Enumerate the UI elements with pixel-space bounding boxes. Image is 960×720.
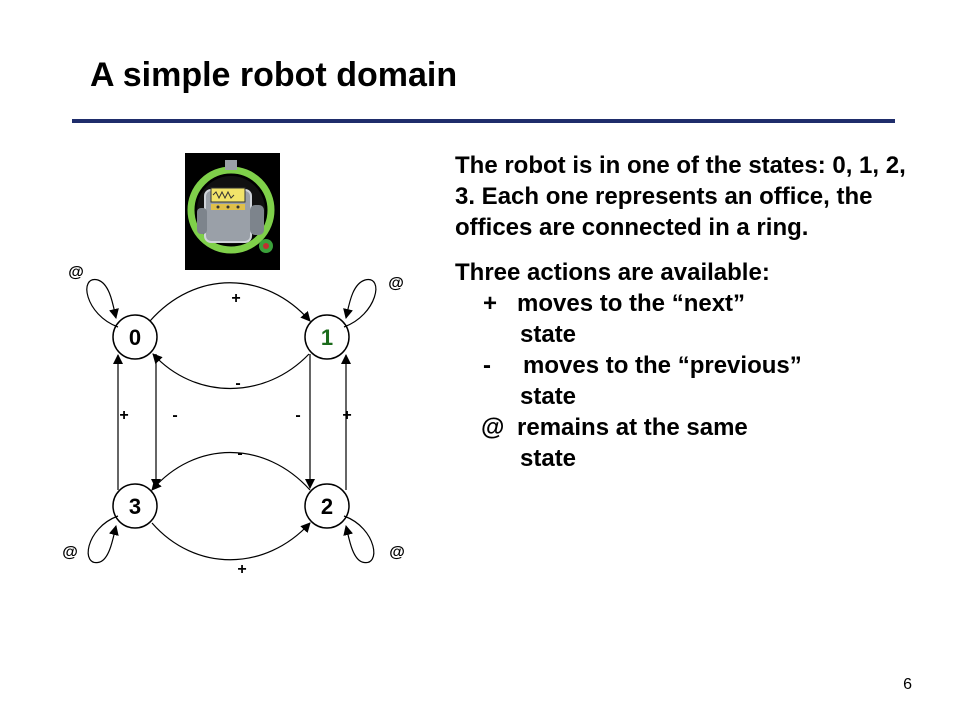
action-plus-symbol: +: [483, 290, 498, 317]
loop-state-2: [343, 515, 375, 564]
edge-0-to-1: [149, 282, 311, 322]
state-3: 3: [112, 483, 158, 529]
action-minus: - moves to the “previous”: [455, 350, 925, 381]
label-top-plus: +: [231, 290, 240, 307]
label-left-minus: -: [172, 407, 177, 424]
edge-2-to-3: [151, 452, 311, 491]
state-2: 2: [304, 483, 350, 529]
label-loop-2: @: [389, 544, 405, 561]
action-minus-symbol: -: [483, 352, 491, 379]
edge-1-to-0: [152, 353, 310, 390]
state-0: 0: [112, 314, 158, 360]
state-1-label: 1: [321, 325, 333, 350]
label-bottom-minus: -: [237, 445, 242, 462]
action-at-continued: state: [520, 445, 577, 472]
description-paragraph: The robot is in one of the states: 0, 1,…: [455, 152, 906, 241]
state-3-label: 3: [129, 494, 141, 519]
page-number: 6: [903, 676, 912, 693]
action-at-symbol: @: [481, 414, 505, 441]
label-loop-1: @: [388, 275, 404, 292]
action-at-text: remains at the same: [517, 414, 748, 441]
action-minus-text: moves to the “previous”: [523, 352, 802, 379]
loop-state-1: [343, 279, 377, 328]
edge-3-to-2: [151, 522, 311, 561]
label-right-plus: +: [342, 407, 351, 424]
robot-icon: [185, 153, 280, 270]
label-right-minus: -: [295, 407, 300, 424]
slide-title: A simple robot domain: [90, 56, 458, 94]
label-bottom-plus: +: [237, 561, 246, 578]
state-1: 1: [304, 314, 350, 360]
loop-state-0: [86, 279, 119, 328]
actions-intro: Three actions are available:: [455, 259, 770, 286]
label-top-minus: -: [235, 375, 240, 392]
loop-state-3: [87, 515, 119, 564]
description-text: The robot is in one of the states: 0, 1,…: [455, 150, 925, 474]
state-2-label: 2: [321, 494, 333, 519]
action-at: @ remains at the same: [455, 412, 925, 443]
action-plus-text: moves to the “next”: [517, 290, 746, 317]
label-loop-0: @: [68, 264, 84, 281]
state-0-label: 0: [129, 325, 141, 350]
action-plus: + moves to the “next”: [455, 288, 925, 319]
label-loop-3: @: [62, 544, 78, 561]
action-minus-continued: state: [520, 383, 577, 410]
title-underline: [72, 119, 895, 123]
action-plus-continued: state: [520, 321, 577, 348]
label-left-plus: +: [119, 407, 128, 424]
